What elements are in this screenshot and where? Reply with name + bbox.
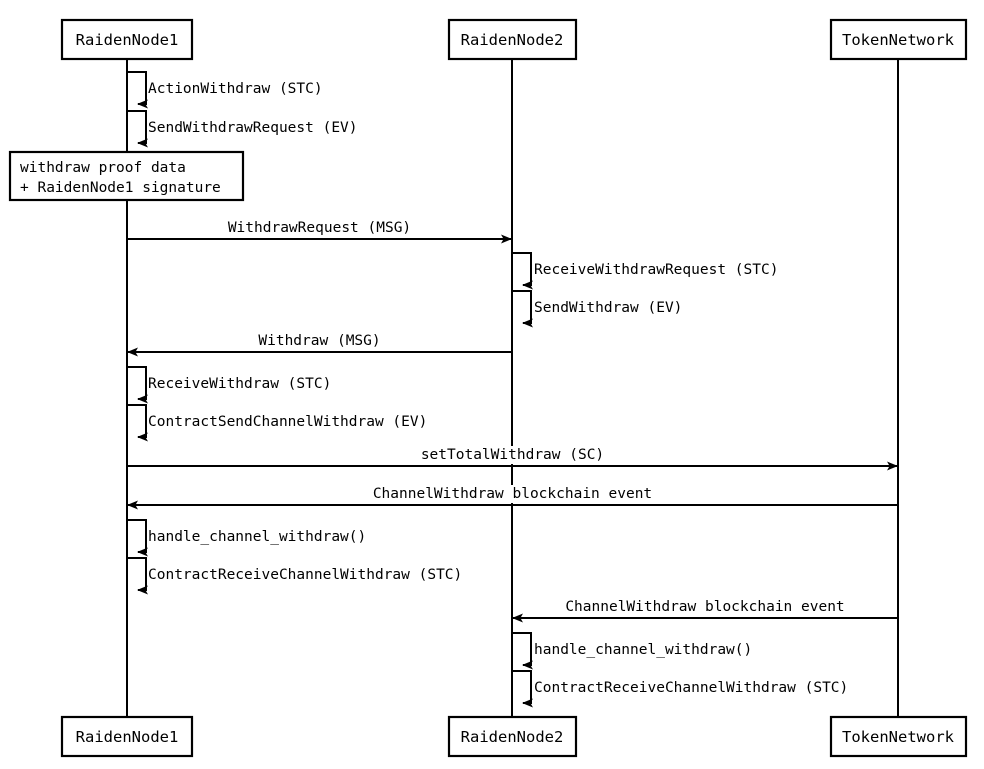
message-label: Withdraw (MSG) <box>258 333 380 349</box>
self-call-path <box>512 632 533 670</box>
message-label: SendWithdraw (EV) <box>534 300 682 316</box>
message-label: ChannelWithdraw blockchain event <box>373 486 652 502</box>
message-label-backdrop <box>255 332 384 350</box>
message-label: WithdrawRequest (MSG) <box>228 220 411 236</box>
participant-tokennetwork-bottom[interactable]: TokenNetwork <box>829 715 968 758</box>
message-label: ContractReceiveChannelWithdraw (STC) <box>148 567 462 583</box>
message-label: handle_channel_withdraw() <box>148 529 366 545</box>
self-call-path <box>512 670 533 708</box>
message-label: ContractSendChannelWithdraw (EV) <box>148 414 427 430</box>
participant-node1-bottom[interactable]: RaidenNode1 <box>60 715 194 758</box>
message-m14[interactable]: handle_channel_withdraw() <box>512 632 752 670</box>
message-m13[interactable]: ChannelWithdraw blockchain event <box>512 598 898 623</box>
message-label: ContractReceiveChannelWithdraw (STC) <box>534 680 848 696</box>
participant-node2-top[interactable]: RaidenNode2 <box>447 18 578 61</box>
note-withdraw-proof-note: withdraw proof data + RaidenNode1 signatu… <box>8 150 245 202</box>
self-call-path <box>127 366 148 404</box>
participant-node1-top[interactable]: RaidenNode1 <box>60 18 194 61</box>
participant-label: RaidenNode1 <box>76 728 179 746</box>
message-label-backdrop <box>417 446 608 464</box>
self-call-path <box>127 557 148 595</box>
participant-label: TokenNetwork <box>842 728 955 746</box>
message-label-backdrop <box>562 598 848 616</box>
note-layer: withdraw proof data + RaidenNode1 signatu… <box>8 150 245 202</box>
participant-label: RaidenNode2 <box>461 31 564 49</box>
message-label-backdrop <box>369 485 656 503</box>
message-m8[interactable]: ContractSendChannelWithdraw (EV) <box>127 404 427 442</box>
message-m11[interactable]: handle_channel_withdraw() <box>127 519 366 557</box>
message-label: ReceiveWithdrawRequest (STC) <box>534 262 778 278</box>
message-label: ActionWithdraw (STC) <box>148 81 323 97</box>
message-label: setTotalWithdraw (SC) <box>421 447 604 463</box>
message-m6[interactable]: Withdraw (MSG) <box>127 332 512 357</box>
message-label: ChannelWithdraw blockchain event <box>565 599 844 615</box>
note-line: + RaidenNode1 signature <box>20 180 221 196</box>
self-call-path <box>127 110 148 148</box>
self-call-path <box>512 290 533 328</box>
message-label: SendWithdrawRequest (EV) <box>148 120 358 136</box>
self-call-path <box>512 252 533 290</box>
participant-tokennetwork-top[interactable]: TokenNetwork <box>829 18 968 61</box>
message-m15[interactable]: ContractReceiveChannelWithdraw (STC) <box>512 670 848 708</box>
message-m3[interactable]: WithdrawRequest (MSG) <box>127 219 512 244</box>
message-m9[interactable]: setTotalWithdraw (SC) <box>127 446 898 471</box>
participant-label: RaidenNode1 <box>76 31 179 49</box>
self-call-path <box>127 404 148 442</box>
message-m4[interactable]: ReceiveWithdrawRequest (STC) <box>512 252 778 290</box>
self-call-path <box>127 519 148 557</box>
participants-layer: RaidenNode1RaidenNode1RaidenNode2RaidenN… <box>60 18 968 758</box>
participant-label: RaidenNode2 <box>461 728 564 746</box>
message-label: handle_channel_withdraw() <box>534 642 752 658</box>
message-label: ReceiveWithdraw (STC) <box>148 376 331 392</box>
message-m7[interactable]: ReceiveWithdraw (STC) <box>127 366 331 404</box>
self-call-path <box>127 71 148 109</box>
message-m1[interactable]: ActionWithdraw (STC) <box>127 71 323 109</box>
message-m2[interactable]: SendWithdrawRequest (EV) <box>127 110 358 148</box>
message-label-backdrop <box>224 219 415 237</box>
participant-label: TokenNetwork <box>842 31 955 49</box>
message-m10[interactable]: ChannelWithdraw blockchain event <box>127 485 898 510</box>
message-m12[interactable]: ContractReceiveChannelWithdraw (STC) <box>127 557 462 595</box>
participant-node2-bottom[interactable]: RaidenNode2 <box>447 715 578 758</box>
messages-layer: ActionWithdraw (STC) SendWithdrawRequest … <box>127 71 898 708</box>
note-line: withdraw proof data <box>20 160 186 176</box>
message-m5[interactable]: SendWithdraw (EV) <box>512 290 682 328</box>
